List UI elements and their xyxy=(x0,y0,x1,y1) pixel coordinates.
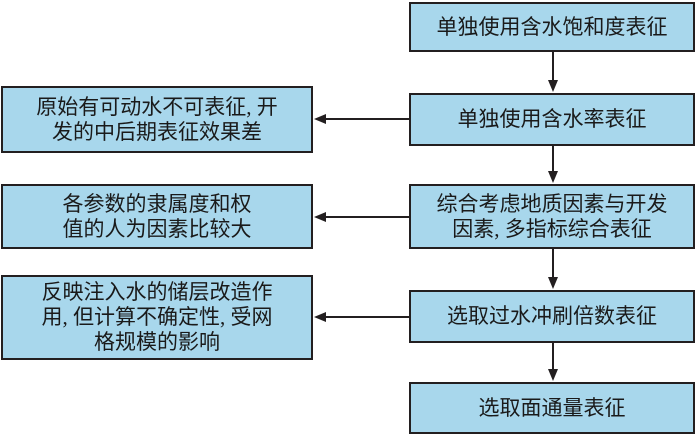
flow-box-areal-flux: 选取面通量表征 xyxy=(409,382,695,434)
arrow-head-down xyxy=(548,171,558,183)
note-box-membership-weight: 各参数的隶属度和权 值的人为因素比较大 xyxy=(1,184,313,249)
arrow-r3-r4 xyxy=(548,249,558,289)
arrow-head-down xyxy=(548,80,558,92)
note-box-movable-water: 原始有可动水不可表征, 开 发的中后期表征效果差 xyxy=(1,86,313,153)
note-box-grid-scale: 反映注入水的储层改造作 用, 但计算不确定性, 受网 格规模的影响 xyxy=(1,275,313,360)
arrow-head-left xyxy=(314,312,326,322)
arrow-r2-r3 xyxy=(548,146,558,183)
flow-box-multi-indicator: 综合考虑地质因素与开发 因素, 多指标综合表征 xyxy=(409,184,695,249)
arrow-head-down xyxy=(548,369,558,381)
arrow-r2-l1 xyxy=(314,114,409,124)
arrow-r3-l2 xyxy=(314,212,409,222)
arrow-r1-r2 xyxy=(548,52,558,92)
flow-box-flushing-multiple: 选取过水冲刷倍数表征 xyxy=(409,290,695,343)
arrow-r4-l3 xyxy=(314,312,409,322)
flow-box-water-cut: 单独使用含水率表征 xyxy=(409,93,695,146)
arrow-r4-r5 xyxy=(548,343,558,381)
arrow-head-left xyxy=(314,212,326,222)
arrow-head-down xyxy=(548,277,558,289)
arrow-head-left xyxy=(314,114,326,124)
flow-box-water-saturation: 单独使用含水饱和度表征 xyxy=(409,2,695,52)
